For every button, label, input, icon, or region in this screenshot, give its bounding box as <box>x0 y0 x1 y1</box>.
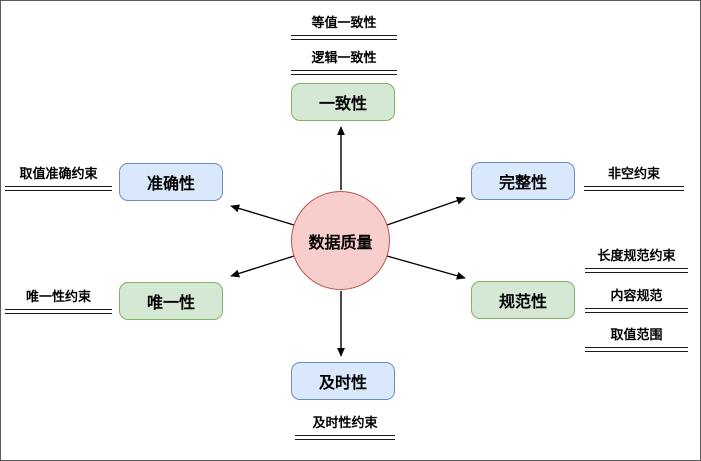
annotation-value-accuracy-constraint-text: 取值准确约束 <box>19 167 98 182</box>
annotation-equivalence-consistency-text: 等值一致性 <box>311 16 377 31</box>
annotation-length-spec-constraint-text: 长度规范约束 <box>597 249 676 264</box>
annotation-timeliness-constraint-text: 及时性约束 <box>312 416 378 431</box>
node-consistency-label: 一致性 <box>318 94 367 113</box>
node-timeliness: 及时性 <box>291 362 395 400</box>
node-timeliness-label: 及时性 <box>318 373 367 392</box>
annotation-uniqueness-constraint: 唯一性约束 <box>5 289 112 314</box>
annotation-length-spec-constraint: 长度规范约束 <box>585 248 688 273</box>
center-node-data-quality: 数据质量 <box>291 191 390 290</box>
node-completeness-label: 完整性 <box>498 173 547 192</box>
node-uniqueness: 唯一性 <box>119 282 223 320</box>
node-completeness: 完整性 <box>471 162 575 200</box>
annotation-content-spec-text: 内容规范 <box>610 289 663 304</box>
connector-center-to-standardization <box>386 255 466 280</box>
node-standardization: 规范性 <box>471 281 575 319</box>
connector-center-to-completeness <box>386 196 466 226</box>
node-consistency: 一致性 <box>291 83 395 121</box>
annotation-value-accuracy-constraint: 取值准确约束 <box>5 166 112 191</box>
annotation-value-range: 取值范围 <box>585 327 688 352</box>
connector-center-to-accuracy <box>230 204 295 226</box>
node-standardization-label: 规范性 <box>498 292 547 311</box>
node-uniqueness-label: 唯一性 <box>146 293 195 312</box>
annotation-non-null-constraint: 非空约束 <box>584 166 684 191</box>
center-node-label: 数据质量 <box>308 232 373 252</box>
double-underline <box>5 186 112 191</box>
double-underline <box>291 70 397 75</box>
double-underline <box>5 309 112 314</box>
double-underline <box>585 308 688 313</box>
annotation-value-range-text: 取值范围 <box>610 328 663 343</box>
annotation-logic-consistency-text: 逻辑一致性 <box>311 51 377 66</box>
annotation-content-spec: 内容规范 <box>585 288 688 313</box>
double-underline <box>291 35 397 40</box>
node-accuracy: 准确性 <box>119 163 223 201</box>
annotation-non-null-constraint-text: 非空约束 <box>607 167 660 182</box>
node-accuracy-label: 准确性 <box>146 174 195 193</box>
double-underline <box>585 347 688 352</box>
double-underline <box>584 186 684 191</box>
annotation-uniqueness-constraint-text: 唯一性约束 <box>25 290 91 305</box>
connector-center-to-uniqueness <box>230 255 295 278</box>
double-underline <box>585 268 688 273</box>
annotation-timeliness-constraint: 及时性约束 <box>295 415 395 440</box>
annotation-logic-consistency: 逻辑一致性 <box>291 50 397 75</box>
double-underline <box>295 435 395 440</box>
annotation-equivalence-consistency: 等值一致性 <box>291 15 397 40</box>
